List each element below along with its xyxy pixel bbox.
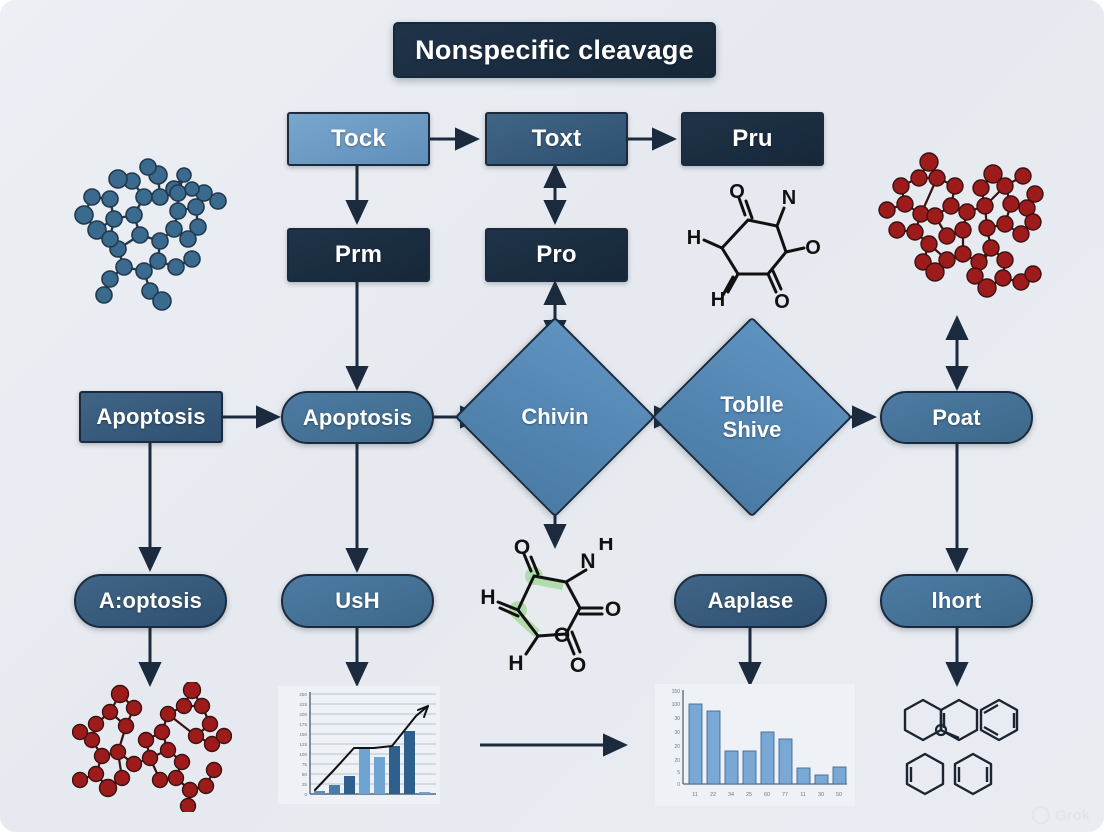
svg-text:O: O	[605, 598, 621, 621]
svg-text:25: 25	[746, 792, 752, 798]
svg-text:H: H	[598, 538, 613, 555]
page-title: Nonspecific cleavage	[393, 22, 716, 78]
svg-text:20: 20	[674, 758, 680, 764]
svg-text:H: H	[508, 652, 523, 675]
svg-text:H: H	[711, 289, 725, 311]
svg-text:30: 30	[674, 730, 680, 736]
svg-text:175: 175	[299, 722, 307, 727]
watermark-label: Grok	[1054, 806, 1090, 824]
figure-skeletal-center: O N H O H H O O	[478, 538, 638, 678]
figure-skeletal-right: O N O H H O	[676, 182, 826, 314]
node-toblle-shive-label-line2: Shive	[722, 417, 782, 442]
node-toblle-shive[interactable]: Toblle Shive	[651, 316, 853, 518]
node-pro[interactable]: Pro	[485, 228, 628, 282]
node-apoptosis-bottom[interactable]: A:optosis	[74, 574, 227, 628]
svg-text:250: 250	[299, 692, 307, 697]
node-tock[interactable]: Tock	[287, 112, 430, 166]
svg-text:30: 30	[674, 716, 680, 722]
svg-text:100: 100	[672, 702, 681, 708]
svg-text:O: O	[805, 237, 821, 259]
node-apoptosis-rect[interactable]: Apoptosis	[79, 391, 223, 443]
svg-text:O: O	[514, 538, 530, 559]
svg-text:75: 75	[302, 762, 308, 767]
node-poat[interactable]: Poat	[880, 391, 1033, 444]
svg-text:0: 0	[677, 782, 680, 788]
node-apoptosis-pill[interactable]: Apoptosis	[281, 391, 434, 444]
watermark-ring-icon	[1031, 806, 1050, 824]
svg-text:25: 25	[302, 782, 308, 787]
svg-text:20: 20	[674, 744, 680, 750]
svg-text:O: O	[774, 291, 790, 313]
svg-text:5: 5	[677, 770, 680, 776]
node-aaplase[interactable]: Aaplase	[674, 574, 827, 628]
svg-text:77: 77	[782, 792, 788, 798]
node-pru[interactable]: Pru	[681, 112, 824, 166]
svg-text:150: 150	[299, 732, 307, 737]
svg-text:11: 11	[800, 792, 806, 798]
figure-ring-structures	[885, 688, 1035, 808]
svg-text:200: 200	[299, 712, 307, 717]
svg-text:50: 50	[302, 772, 308, 777]
figure-blue-molecule	[62, 145, 242, 325]
svg-text:H: H	[480, 586, 495, 609]
node-toblle-shive-label-line1: Toblle	[720, 391, 784, 417]
node-lhort[interactable]: lhort	[880, 574, 1033, 628]
svg-text:100: 100	[299, 752, 307, 757]
figure-red-molecule-top	[875, 142, 1050, 312]
svg-text:50: 50	[836, 792, 842, 798]
svg-text:125: 125	[299, 742, 307, 747]
svg-text:N: N	[782, 187, 796, 209]
node-chivin-label: Chivin	[521, 404, 589, 430]
svg-text:30: 30	[818, 792, 824, 798]
node-ush[interactable]: UsH	[281, 574, 434, 628]
svg-text:0: 0	[304, 792, 307, 797]
svg-text:O: O	[570, 654, 586, 677]
node-toxt[interactable]: Toxt	[485, 112, 628, 166]
svg-text:H: H	[687, 227, 701, 249]
svg-text:O: O	[729, 182, 745, 203]
svg-text:N: N	[580, 550, 595, 573]
watermark: Grok	[1031, 806, 1090, 824]
svg-text:22: 22	[710, 792, 716, 798]
svg-text:150: 150	[672, 689, 681, 695]
node-chivin[interactable]: Chivin	[454, 316, 656, 518]
svg-text:O: O	[554, 624, 570, 647]
svg-text:225: 225	[299, 702, 307, 707]
figure-red-molecule-bottom	[72, 682, 232, 812]
svg-text:11: 11	[692, 792, 698, 798]
svg-text:60: 60	[764, 792, 770, 798]
svg-text:34: 34	[728, 792, 734, 798]
node-prm[interactable]: Prm	[287, 228, 430, 282]
